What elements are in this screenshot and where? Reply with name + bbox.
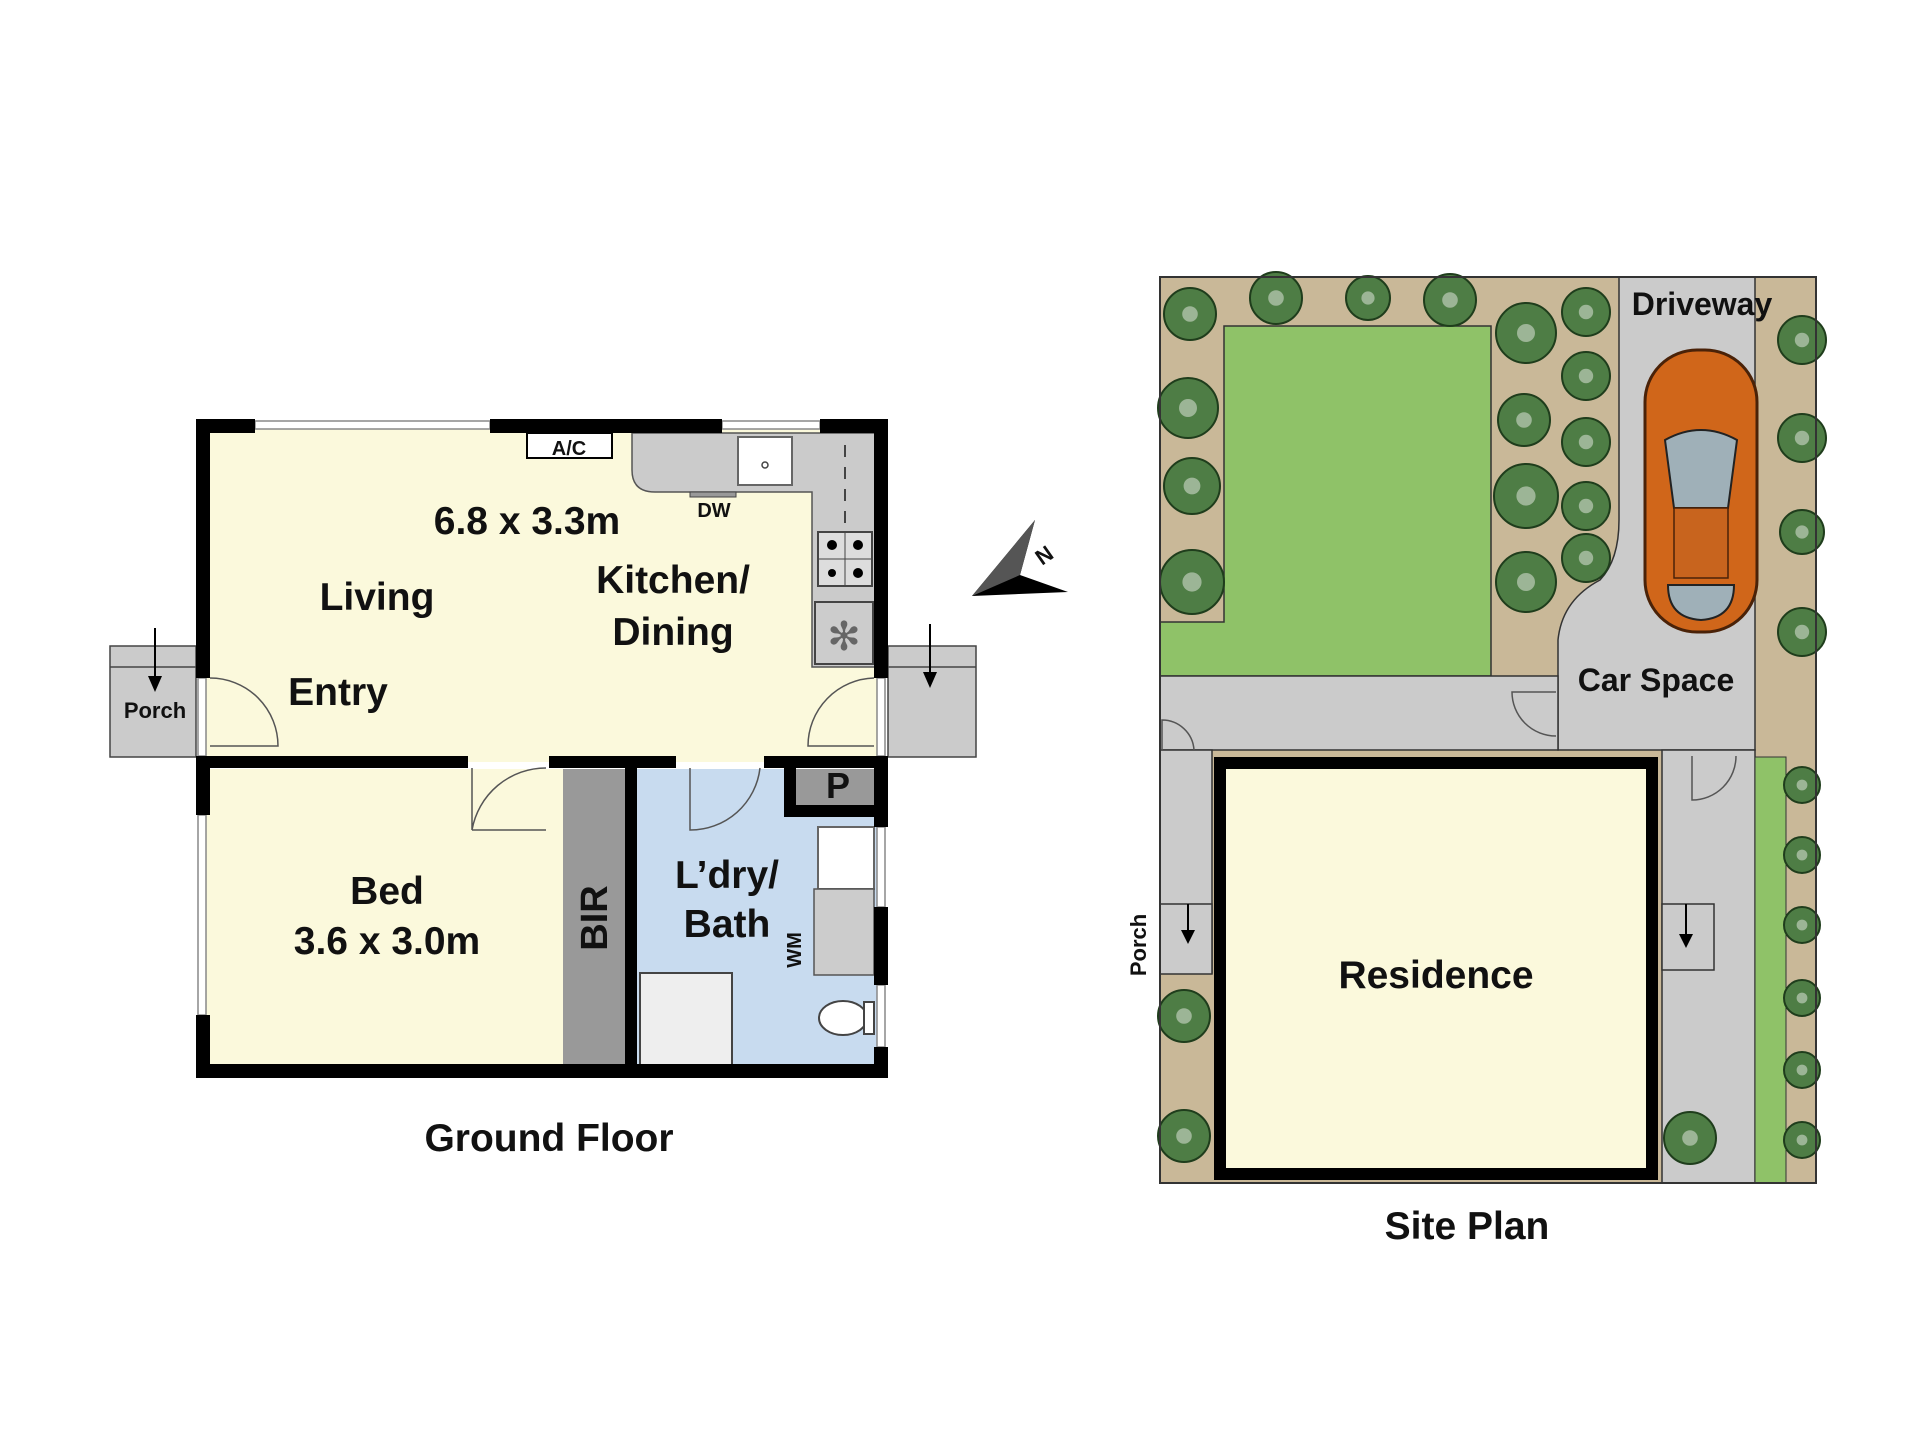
site-plan-title: Site Plan [1385, 1205, 1550, 1248]
porch-label: Porch [124, 698, 186, 723]
ground-floor-title: Ground Floor [424, 1117, 673, 1160]
shrub-center [1796, 1064, 1808, 1076]
porch-left [109, 645, 197, 758]
shrub-center [1682, 1130, 1698, 1146]
left-porch [1159, 903, 1213, 975]
kitchen-sink-icon [737, 436, 793, 486]
front-walkway [1159, 675, 1559, 751]
plants [1157, 271, 1827, 1165]
laundry-label: L’dry/ [675, 854, 779, 897]
shrub-center [1796, 849, 1808, 861]
pantry-label: P [826, 765, 850, 806]
cooktop-icon [817, 531, 873, 587]
porch-right [887, 645, 977, 758]
kitchen-label: Kitchen/ [596, 559, 750, 602]
shrub-center [1796, 1134, 1808, 1146]
bedroom [203, 769, 563, 1071]
toilet-icon [818, 1000, 868, 1036]
entry-label: Entry [288, 671, 388, 714]
svg-text:✻: ✻ [827, 614, 861, 660]
shrub-center [1176, 1008, 1192, 1024]
built-in-robe [563, 769, 625, 1071]
shrub-center [1361, 291, 1375, 305]
bed-label: Bed [350, 870, 424, 913]
side-lawn-strip [1754, 756, 1787, 1184]
north-label: N [1031, 541, 1058, 571]
shrub-center [1183, 477, 1201, 495]
driveway-label: Driveway [1632, 286, 1773, 322]
shrub-center [1578, 434, 1594, 450]
shrub-center [1578, 498, 1594, 514]
shrub-center [1517, 573, 1535, 591]
bir-label: BIR [574, 885, 616, 950]
laundry-tub-icon [817, 826, 875, 890]
porch-arrow-icon [148, 628, 162, 692]
shrub-center [1796, 919, 1808, 931]
ac-label: A/C [552, 438, 586, 460]
shrub-center [1578, 368, 1594, 384]
living-label: Living [320, 576, 435, 619]
shrub-center [1578, 550, 1594, 566]
shrub-center [1176, 1128, 1192, 1144]
porch-arrow-icon [1181, 904, 1195, 944]
walls [196, 419, 888, 1078]
site-plan: Driveway Car Space Residence Porch Site … [1126, 271, 1827, 1248]
pantry [796, 769, 876, 811]
residence-label: Residence [1338, 954, 1533, 997]
shrub-center [1516, 486, 1536, 506]
shrub-center [1795, 525, 1809, 539]
shower-icon [639, 972, 733, 1066]
shrub-center [1516, 412, 1532, 428]
shrub-center [1794, 624, 1810, 640]
porch-arrow-icon [1679, 904, 1693, 948]
shrub-center [1796, 779, 1808, 791]
shrub-center [1578, 304, 1594, 320]
car-space-label: Car Space [1578, 662, 1735, 698]
bath-label: Bath [684, 903, 771, 946]
shrub-center [1794, 430, 1810, 446]
residence [1214, 757, 1658, 1180]
ground-floor-plan: ✻ A/C DW [109, 419, 977, 1160]
ac-unit [526, 432, 613, 459]
shrub-center [1794, 332, 1810, 348]
shrub-center [1268, 290, 1284, 306]
washing-machine-label: WM [784, 932, 806, 968]
north-compass-icon: N [972, 520, 1068, 596]
bed-dimensions: 3.6 x 3.0m [294, 920, 480, 963]
living-dimensions: 6.8 x 3.3m [434, 500, 620, 543]
car-icon [1643, 348, 1759, 634]
fridge-icon: ✻ [814, 601, 874, 665]
shrub-center [1442, 292, 1458, 308]
bench [813, 888, 875, 976]
shrub-center [1182, 572, 1202, 592]
shrub-center [1517, 324, 1535, 342]
porch-arrow-icon [923, 624, 937, 688]
shrub-center [1796, 992, 1808, 1004]
dishwasher-icon [689, 491, 737, 498]
dining-label: Dining [612, 611, 733, 654]
shrub-center [1182, 306, 1198, 322]
shrub-center [1179, 399, 1197, 417]
door-swings [209, 677, 875, 831]
site-porch-label: Porch [1126, 914, 1151, 976]
dishwasher-label: DW [697, 500, 730, 522]
